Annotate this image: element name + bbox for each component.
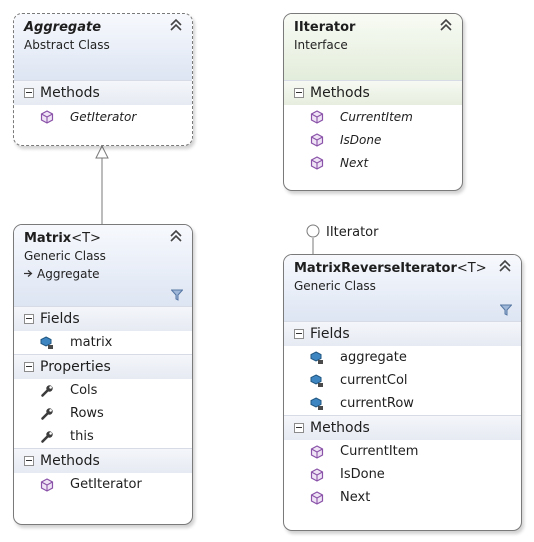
property-item[interactable]: Rows xyxy=(14,402,192,425)
filter-icon[interactable] xyxy=(171,289,183,301)
field-item[interactable]: aggregate xyxy=(284,346,521,369)
section-methods[interactable]: Methods xyxy=(14,80,192,105)
section-label: Methods xyxy=(310,85,370,101)
interface-iiterator[interactable]: IIterator Interface Methods CurrentItem … xyxy=(283,13,463,191)
collapse-toggle[interactable] xyxy=(24,88,34,98)
reverse-iterator-header: MatrixReverseIterator<T> Generic Class xyxy=(284,255,521,321)
method-item[interactable]: GetIterator xyxy=(14,105,192,128)
method-item[interactable]: IsDone xyxy=(284,128,462,151)
aggregate-header: Aggregate Abstract Class xyxy=(14,14,192,80)
method-name: IsDone xyxy=(340,132,382,147)
class-aggregate[interactable]: Aggregate Abstract Class Methods GetIter… xyxy=(13,13,193,146)
field-item[interactable]: currentRow xyxy=(284,392,521,415)
chevron-up-double-icon[interactable] xyxy=(169,18,183,32)
method-item[interactable]: CurrentItem xyxy=(284,440,521,463)
method-name: GetIterator xyxy=(70,109,137,124)
class-kind: Generic Class xyxy=(24,249,106,263)
field-name: currentCol xyxy=(340,373,408,388)
collapse-toggle[interactable] xyxy=(294,329,304,339)
property-name: this xyxy=(70,429,94,444)
lollipop-label: IIterator xyxy=(326,225,379,240)
method-item[interactable]: CurrentItem xyxy=(284,105,462,128)
field-name: aggregate xyxy=(340,350,407,365)
method-item[interactable]: Next xyxy=(284,151,462,174)
section-fields[interactable]: Fields xyxy=(14,306,192,331)
collapse-toggle[interactable] xyxy=(24,314,34,324)
method-cube-icon xyxy=(40,477,54,492)
method-item[interactable]: GetIterator xyxy=(14,473,192,496)
interface-kind: Interface xyxy=(294,38,348,52)
base-class: Aggregate xyxy=(24,265,182,283)
section-label: Methods xyxy=(310,420,370,436)
field-item[interactable]: matrix xyxy=(14,331,192,354)
property-item[interactable]: this xyxy=(14,425,192,448)
section-properties[interactable]: Properties xyxy=(14,354,192,379)
method-cube-icon xyxy=(310,132,324,147)
field-icon xyxy=(310,396,323,410)
wrench-icon xyxy=(41,430,53,443)
property-name: Rows xyxy=(70,406,104,421)
method-cube-icon xyxy=(310,490,324,505)
section-label: Methods xyxy=(40,453,100,469)
collapse-toggle[interactable] xyxy=(294,88,304,98)
field-icon xyxy=(40,335,53,349)
class-name: Aggregate xyxy=(24,20,102,35)
method-item[interactable]: IsDone xyxy=(284,463,521,486)
class-kind: Generic Class xyxy=(294,279,376,293)
method-name: GetIterator xyxy=(70,477,142,492)
section-label: Properties xyxy=(40,359,111,375)
section-label: Methods xyxy=(40,85,100,101)
method-name: Next xyxy=(340,490,371,505)
iiterator-header: IIterator Interface xyxy=(284,14,462,80)
class-matrix-reverse-iterator[interactable]: MatrixReverseIterator<T> Generic Class F… xyxy=(283,254,522,531)
field-icon xyxy=(310,350,323,364)
method-cube-icon xyxy=(310,467,324,482)
wrench-icon xyxy=(41,384,53,397)
arrow-right-icon xyxy=(24,270,33,277)
method-name: CurrentItem xyxy=(340,444,419,459)
property-name: Cols xyxy=(70,383,98,398)
method-name: CurrentItem xyxy=(340,109,413,124)
method-cube-icon xyxy=(310,155,324,170)
section-label: Fields xyxy=(310,326,350,342)
method-cube-icon xyxy=(310,444,324,459)
class-kind: Abstract Class xyxy=(24,38,110,52)
section-methods[interactable]: Methods xyxy=(284,415,521,440)
chevron-up-double-icon[interactable] xyxy=(498,259,512,273)
collapse-toggle[interactable] xyxy=(24,456,34,466)
filter-icon[interactable] xyxy=(500,304,512,316)
section-methods[interactable]: Methods xyxy=(284,80,462,105)
field-name: currentRow xyxy=(340,396,414,411)
field-item[interactable]: currentCol xyxy=(284,369,521,392)
class-name: MatrixReverseIterator<T> xyxy=(294,261,487,276)
matrix-header: Matrix<T> Generic Class Aggregate xyxy=(14,225,192,306)
collapse-toggle[interactable] xyxy=(24,362,34,372)
class-name: Matrix<T> xyxy=(24,231,101,246)
method-name: Next xyxy=(340,155,369,170)
class-matrix[interactable]: Matrix<T> Generic Class Aggregate Fields… xyxy=(13,224,193,525)
method-name: IsDone xyxy=(340,467,385,482)
section-fields[interactable]: Fields xyxy=(284,321,521,346)
method-cube-icon xyxy=(40,109,54,124)
field-name: matrix xyxy=(70,335,113,350)
method-cube-icon xyxy=(310,109,324,124)
field-icon xyxy=(310,373,323,387)
chevron-up-double-icon[interactable] xyxy=(439,18,453,32)
collapse-toggle[interactable] xyxy=(294,423,304,433)
property-item[interactable]: Cols xyxy=(14,379,192,402)
method-item[interactable]: Next xyxy=(284,486,521,509)
wrench-icon xyxy=(41,407,53,420)
chevron-up-double-icon[interactable] xyxy=(169,229,183,243)
section-methods[interactable]: Methods xyxy=(14,448,192,473)
interface-name: IIterator xyxy=(294,20,356,35)
section-label: Fields xyxy=(40,311,80,327)
